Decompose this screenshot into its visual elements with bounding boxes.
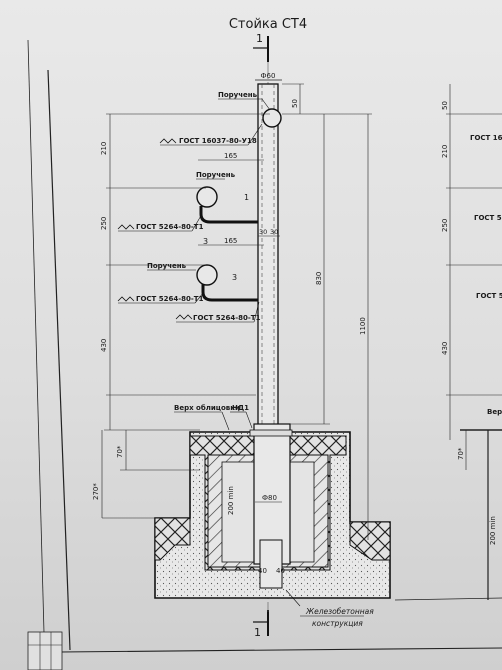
dim-430: 430 [100,339,108,352]
handrail-lower: Поручень [147,262,258,302]
dim-200: 200 min [227,486,235,515]
gost-label-low1: ГОСТ 5264-80-Т1 [117,291,205,304]
svg-text:конструкция: конструкция [312,619,363,628]
svg-text:Поручень: Поручень [196,171,236,179]
svg-text:ГОСТ 5264-80-Т1: ГОСТ 5264-80-Т1 [136,295,204,303]
dim-830: 830 [315,272,323,285]
right-partial-drawing: 50 210 ГОСТ 16 250 ГОСТ 526 ГОСТ 526 430… [441,84,502,600]
bottom-diameter: Ф80 [262,494,277,502]
dim-70: 70* [116,445,124,458]
gost-label-top: ГОСТ 16037-80-У18 [159,123,263,146]
callout-3a: 3 [203,237,208,246]
dimensions-left [101,113,270,519]
title-block-corner [27,631,63,670]
concrete-label: Железобетонная конструкция [285,589,374,628]
svg-text:ГОСТ 16: ГОСТ 16 [470,134,502,142]
svg-text:250: 250 [441,219,449,232]
gost-label-mid: ГОСТ 5264-80-Т1 [117,213,204,232]
svg-text:ГОСТ 526: ГОСТ 526 [476,292,502,300]
svg-text:Поручень: Поручень [147,262,187,270]
section-mark-top: 1 [253,32,269,62]
svg-text:430: 430 [441,342,449,355]
dim-40a: 40 [258,567,267,575]
post-pipe [249,83,293,589]
svg-text:ГОСТ 16037-80-У18: ГОСТ 16037-80-У18 [179,137,257,145]
dimensions-right [282,83,372,540]
dim-30b: 30 [270,228,278,236]
dim-50: 50 [291,99,299,108]
dim-250: 250 [100,217,108,230]
callout-3b: 3 [232,273,237,282]
dim-165b: 165 [224,237,237,245]
dim-270: 270* [92,483,100,500]
svg-text:Ф60: Ф60 [261,72,276,80]
svg-text:70*: 70* [457,447,465,460]
svg-text:ГОСТ 5264-80-Т1: ГОСТ 5264-80-Т1 [136,223,204,231]
svg-text:Железобетонная: Железобетонная [305,607,374,616]
svg-text:210: 210 [441,145,449,158]
handrail-top: Поручень [218,91,282,128]
svg-text:НД1: НД1 [232,404,249,412]
callout-1: 1 [244,193,249,202]
svg-text:50: 50 [441,101,449,110]
svg-text:Верх: Верх [487,408,502,416]
top-diameter-dim: Ф60 [255,72,282,81]
svg-text:1: 1 [254,626,261,639]
svg-text:Верх облицовки: Верх облицовки [174,404,240,412]
dim-210: 210 [100,142,108,155]
section-mark-bottom: 1 [253,610,269,639]
dim-40b: 40 [276,567,285,575]
svg-text:ГОСТ 5264-80-Т1: ГОСТ 5264-80-Т1 [193,314,261,322]
dim-165a: 165 [224,152,237,160]
facing-top-label: Верх облицовки НД1 [174,404,253,431]
dim-30a: 30 [259,228,267,236]
handrail-middle: Поручень [196,171,258,224]
dim-1100: 1100 [359,317,367,335]
svg-text:Поручень: Поручень [218,91,258,99]
svg-text:ГОСТ 526: ГОСТ 526 [474,214,502,222]
svg-text:1: 1 [256,32,263,45]
gost-label-low2: ГОСТ 5264-80-Т1 [175,301,261,323]
svg-text:200 min: 200 min [489,516,497,545]
drawing-title: Стойка СТ4 [229,17,307,32]
sheet-frame [27,39,502,670]
